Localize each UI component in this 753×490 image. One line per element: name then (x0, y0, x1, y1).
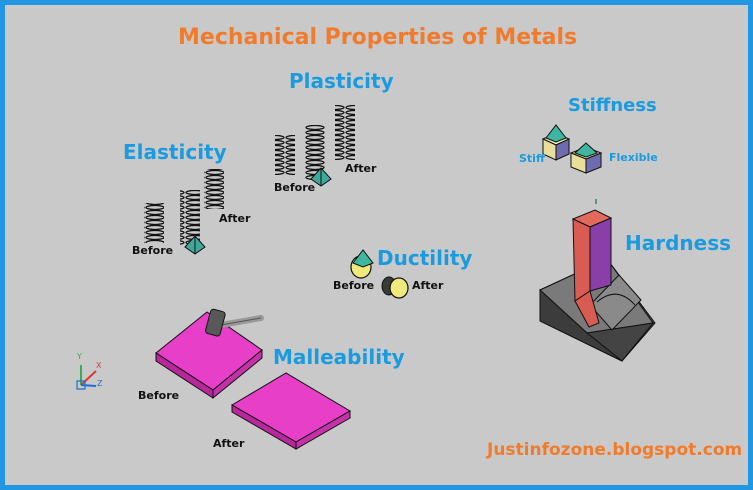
ductility-ball-before (350, 249, 374, 279)
plasticity-spring-before (275, 135, 295, 175)
hammer-icon (205, 308, 264, 337)
malleability-after-label: After (213, 437, 245, 450)
stiffness-cube-stiff (541, 124, 571, 161)
plasticity-after-label: After (345, 162, 377, 175)
malleability-before-label: Before (138, 389, 180, 402)
elasticity-spring-mid (180, 190, 200, 245)
elasticity-heading: Elasticity (123, 140, 227, 164)
plasticity-spring-mid (305, 125, 325, 180)
axis-triad-icon (76, 365, 97, 390)
stiffness-heading: Stiffness (568, 95, 657, 116)
plasticity-springs (275, 105, 355, 187)
illustration-layer (76, 105, 656, 450)
malleability-plate-before (155, 311, 263, 400)
hardness-tester (539, 199, 656, 362)
elasticity-after-label: After (219, 212, 251, 225)
stiffness-cube-flexible (569, 142, 603, 174)
plasticity-pyramid-icon (310, 167, 332, 187)
website-credit: Justinfozone.blogspot.com (487, 440, 743, 460)
elasticity-springs (144, 169, 224, 255)
axis-x-label: X (96, 361, 102, 370)
malleability-heading: Malleability (273, 345, 405, 369)
ductility-before-label: Before (333, 279, 375, 292)
elasticity-spring-after (204, 169, 224, 209)
plasticity-spring-after (335, 105, 355, 160)
elasticity-pyramid-icon (184, 235, 206, 255)
axis-z-label: Z (97, 379, 103, 388)
stiffness-stiff-label: Stiff (519, 152, 545, 165)
ductility-heading: Ductility (377, 246, 473, 270)
malleability-plate-after (231, 372, 351, 450)
hardness-heading: Hardness (625, 231, 732, 255)
elasticity-before-label: Before (132, 244, 174, 257)
plasticity-heading: Plasticity (289, 69, 394, 93)
ductility-ball-after (381, 276, 409, 299)
elasticity-spring-before (144, 203, 164, 243)
ductility-after-label: After (412, 279, 444, 292)
page-title: Mechanical Properties of Metals (178, 25, 578, 50)
axis-y-label: Y (77, 352, 82, 361)
stiffness-flexible-label: Flexible (609, 151, 658, 164)
plasticity-before-label: Before (274, 181, 316, 194)
